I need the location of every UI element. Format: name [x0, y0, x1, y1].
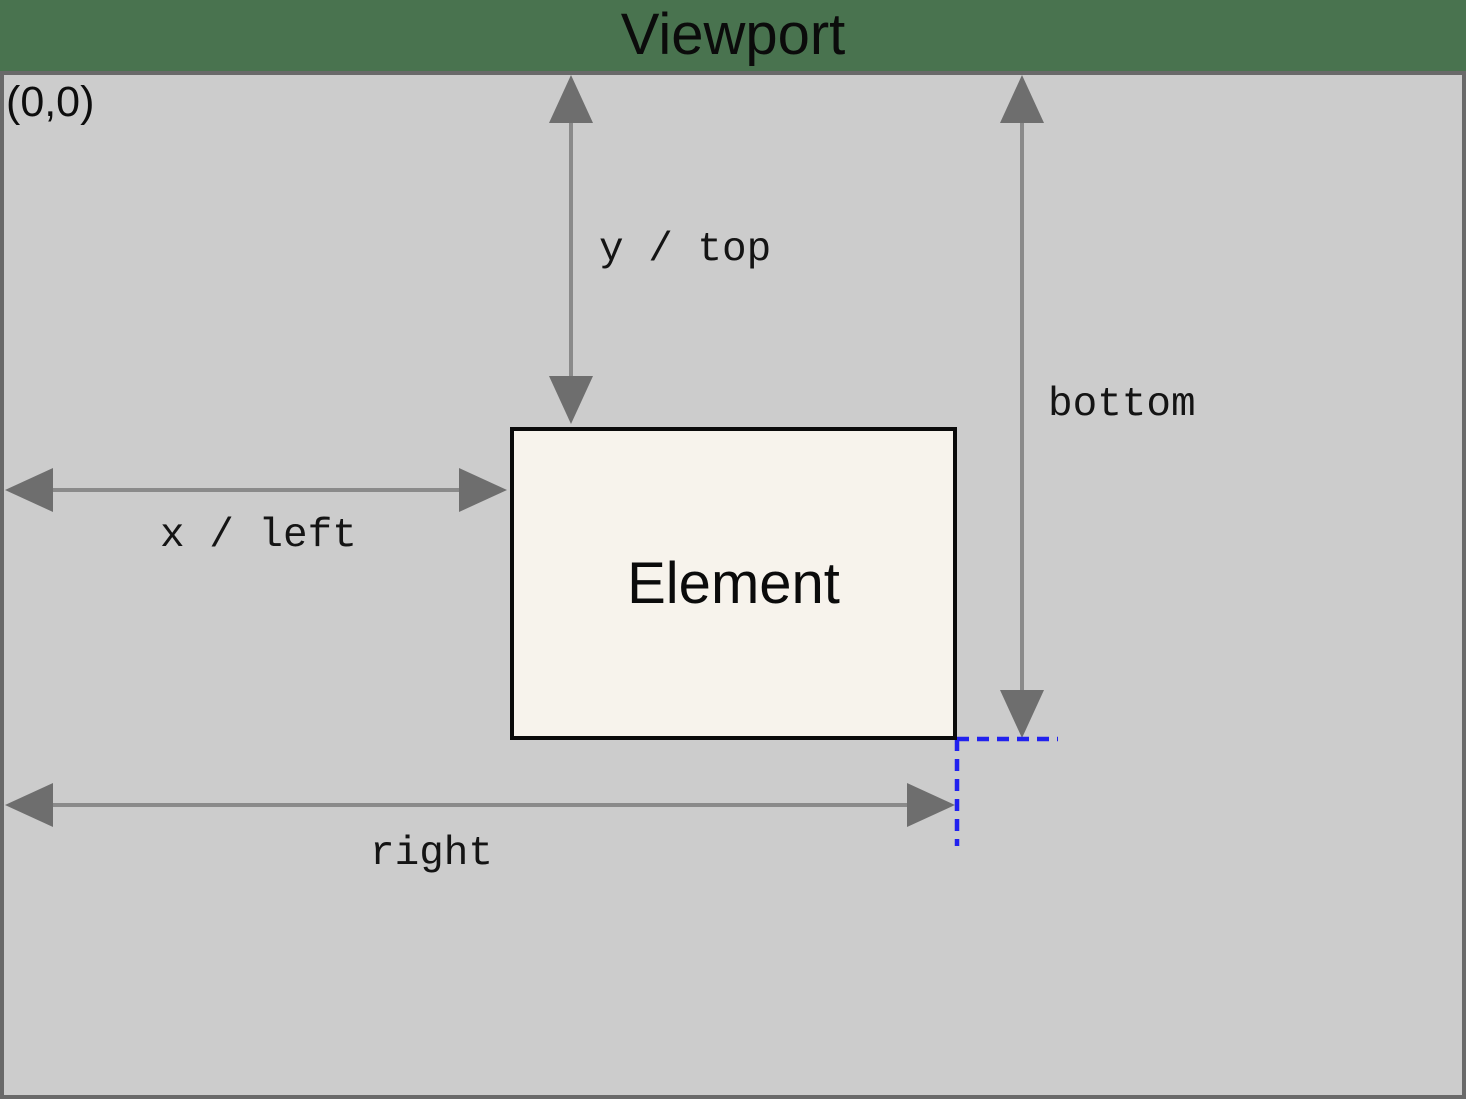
element-label: Element	[627, 551, 840, 616]
viewport-title: Viewport	[620, 2, 846, 67]
element-box: Element	[510, 427, 957, 740]
origin-coordinate-label: (0,0)	[6, 78, 95, 126]
right-distance-label: right	[370, 831, 494, 877]
y-top-distance-label: y / top	[599, 227, 772, 273]
bottom-distance-label: bottom	[1048, 382, 1196, 428]
x-left-distance-label: x / left	[160, 513, 357, 559]
